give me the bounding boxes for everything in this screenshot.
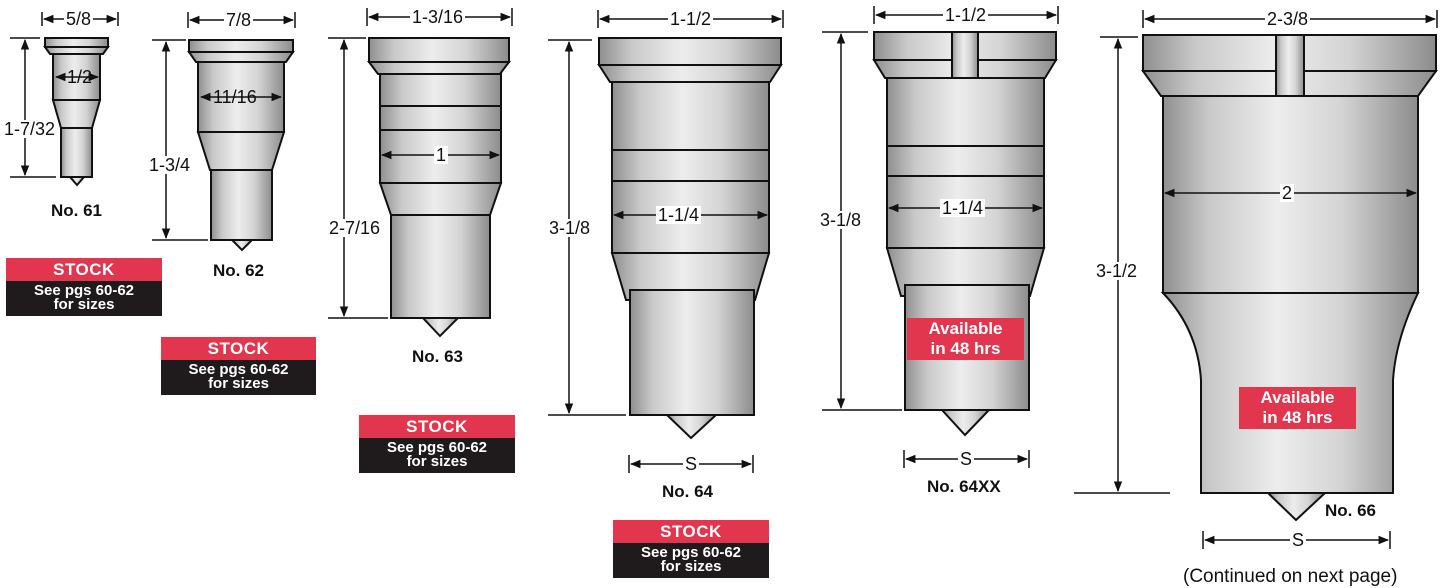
punch-66-body xyxy=(1141,34,1438,522)
punch-61 xyxy=(10,12,119,187)
punch-63-length: 2-7/16 xyxy=(327,218,383,238)
punch-61-body-width: 1/2 xyxy=(67,67,93,87)
punch-64xx-top-width: 1-1/2 xyxy=(943,5,989,25)
stock-badge-title: STOCK xyxy=(613,520,769,543)
punch-66-body-width: 2 xyxy=(1280,183,1295,203)
punch-62-name: No. 62 xyxy=(213,261,265,280)
stock-badge-title: STOCK xyxy=(359,415,515,438)
stock-badge-line2: for sizes xyxy=(208,375,269,392)
punch-61-length: 1-7/32 xyxy=(2,119,58,139)
stock-badge-title: STOCK xyxy=(161,337,316,360)
punch-64xx-name: No. 64XX xyxy=(927,477,1001,496)
stock-badge-title: STOCK xyxy=(6,258,162,281)
punch-63 xyxy=(328,8,513,338)
availability-line2: in 48 hrs xyxy=(1262,408,1333,427)
punch-61-body xyxy=(43,37,110,187)
punch-66-name: No. 66 xyxy=(1325,501,1377,520)
punch-66-top-width: 2-3/8 xyxy=(1265,9,1311,29)
punch-64-tip-size: S xyxy=(683,454,700,474)
stock-badge-line1: See pgs 60-62 xyxy=(188,361,289,378)
punch-64xx-tip-size: S xyxy=(958,449,975,469)
availability-line1: Available xyxy=(1260,388,1335,407)
punch-64xx-body-width: 1-1/4 xyxy=(940,198,986,218)
punch-66-length: 3-1/2 xyxy=(1094,261,1140,281)
continued-note: (Continued on next page) xyxy=(1183,566,1398,587)
punch-64xx-body xyxy=(872,31,1058,437)
availability-line2: in 48 hrs xyxy=(930,339,1001,358)
punch-63-name: No. 63 xyxy=(412,347,464,366)
stock-badge-line2: for sizes xyxy=(406,453,468,470)
punch-64-body xyxy=(597,37,783,440)
punch-64 xyxy=(548,10,784,473)
stock-badge-line1: See pgs 60-62 xyxy=(640,544,742,561)
punch-63-body-width: 1 xyxy=(434,145,449,165)
stock-badge-line1: See pgs 60-62 xyxy=(386,439,488,456)
punch-66-tip-size: S xyxy=(1290,530,1307,550)
stock-badge-line2: for sizes xyxy=(660,558,722,575)
punch-62-body-width: 11/16 xyxy=(213,87,257,107)
punch-62 xyxy=(152,12,296,252)
punch-61-name: No. 61 xyxy=(51,201,103,220)
punch-64xx xyxy=(822,6,1059,468)
punch-62-length: 1-3/4 xyxy=(147,155,193,175)
punch-63-body xyxy=(367,37,511,338)
punch-62-top-width: 7/8 xyxy=(224,10,254,30)
availability-badge-64xx: Available in 48 hrs xyxy=(907,318,1024,360)
punch-64-top-width: 1-1/2 xyxy=(668,9,714,29)
stock-badge-line1: See pgs 60-62 xyxy=(33,282,135,299)
punch-63-top-width: 1-3/16 xyxy=(410,7,466,27)
punch-64xx-length: 3-1/8 xyxy=(818,210,864,230)
punch-61-top-width: 5/8 xyxy=(64,9,94,29)
availability-line1: Available xyxy=(928,319,1003,338)
punch-64-body-width: 1-1/4 xyxy=(656,205,702,225)
punch-62-body xyxy=(187,39,295,252)
punch-64-name: No. 64 xyxy=(662,482,714,501)
availability-badge-66: Available in 48 hrs xyxy=(1239,387,1356,429)
stock-badge-line2: for sizes xyxy=(53,296,115,313)
punch-64-length: 3-1/8 xyxy=(547,218,593,238)
